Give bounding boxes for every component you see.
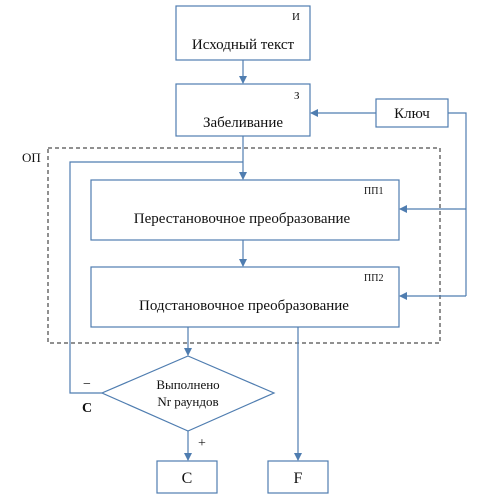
decision-diamond: Выполнено Nr раундов	[100, 355, 276, 432]
decision-line2: Nr раундов	[157, 394, 218, 409]
key-label: Ключ	[394, 106, 430, 122]
output-f-box: F	[267, 460, 329, 494]
substitution-tag: ПП2	[364, 273, 383, 284]
source-text-label: Исходный текст	[192, 37, 295, 53]
key-box: Ключ	[375, 98, 449, 128]
output-f-label: F	[294, 470, 303, 487]
decision-line1: Выполнено	[156, 377, 219, 392]
whitening-tag: З	[294, 90, 300, 102]
plus-label: +	[198, 436, 206, 451]
permutation-label: Перестановочное преобразование	[134, 211, 351, 227]
loop-c-label: C	[82, 401, 92, 416]
source-text-box: И Исходный текст	[175, 5, 311, 61]
op-group-label: ОП	[22, 150, 41, 165]
permutation-tag: ПП1	[364, 186, 383, 197]
whitening-label: Забеливание	[203, 115, 283, 131]
minus-label: −	[83, 377, 91, 392]
substitution-label: Подстановочное преобразование	[139, 298, 349, 314]
whitening-box: З Забеливание	[175, 83, 311, 137]
output-c-box: C	[156, 460, 218, 494]
source-text-tag: И	[292, 11, 300, 23]
loop-back-line	[69, 161, 243, 394]
key-feed-line	[448, 112, 467, 296]
permutation-box: ПП1 Перестановочное преобразование	[90, 179, 400, 241]
output-c-label: C	[182, 470, 193, 487]
substitution-box: ПП2 Подстановочное преобразование	[90, 266, 400, 328]
op-group-frame	[47, 147, 441, 344]
